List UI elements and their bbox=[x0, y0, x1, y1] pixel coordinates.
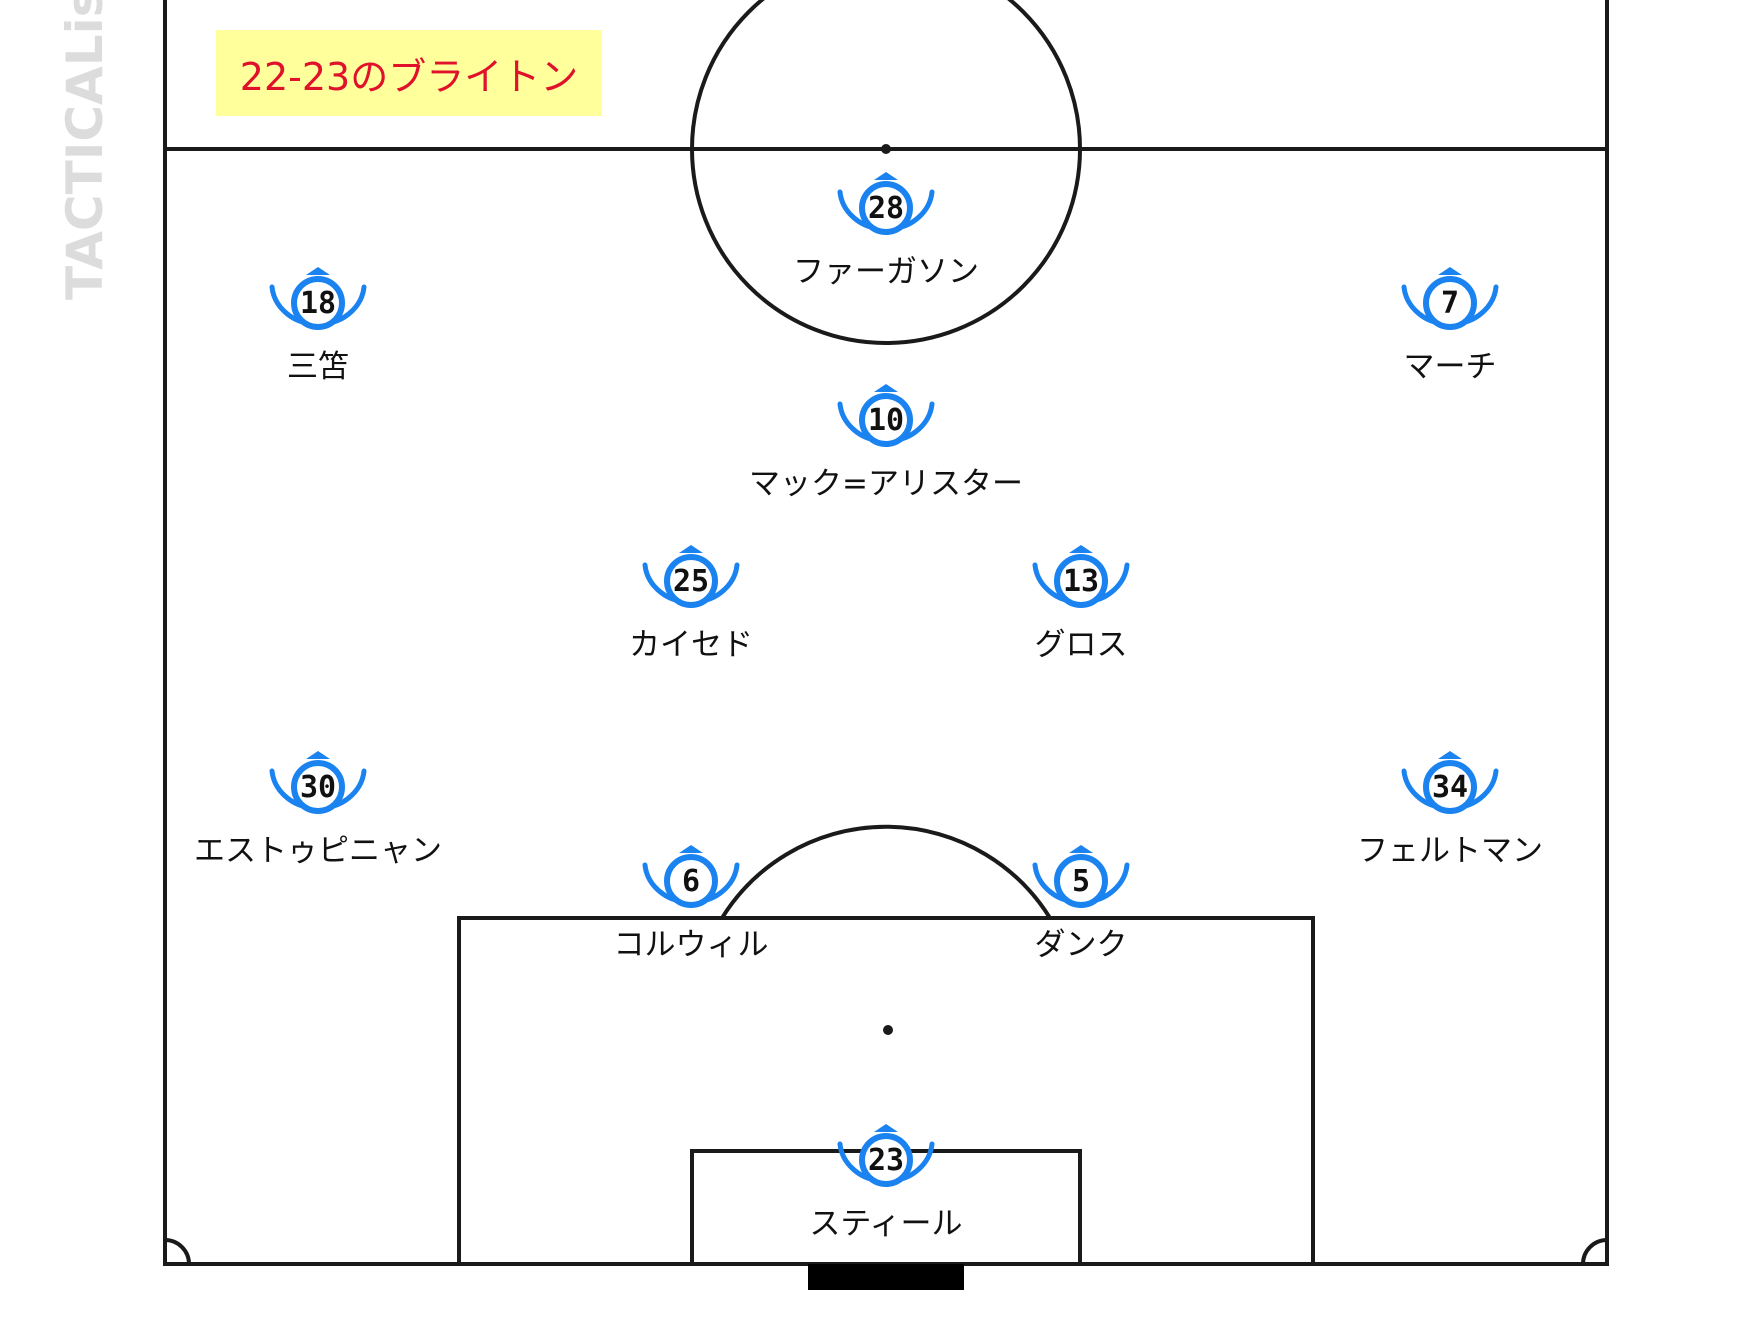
player-marker[interactable]: 6 コルウィル bbox=[614, 841, 769, 963]
player-badge-icon: 30 bbox=[268, 747, 368, 827]
player-marker[interactable]: 13 グロス bbox=[1031, 541, 1131, 663]
penalty-arc bbox=[720, 824, 1052, 920]
player-number: 13 bbox=[1063, 564, 1099, 599]
player-name: ダンク bbox=[1034, 927, 1128, 963]
player-number: 6 bbox=[682, 864, 700, 899]
player-name: グロス bbox=[1034, 627, 1128, 663]
player-name: エストゥピニャン bbox=[194, 833, 442, 869]
corner-arc-right bbox=[1581, 1238, 1608, 1265]
player-name: コルウィル bbox=[613, 927, 769, 963]
corner-arc-left bbox=[164, 1238, 191, 1265]
player-marker[interactable]: 5 ダンク bbox=[1031, 841, 1131, 963]
player-name: マック=アリスター bbox=[749, 466, 1023, 502]
player-number: 10 bbox=[868, 403, 904, 438]
player-number: 25 bbox=[673, 564, 709, 599]
title-text: 22-23のブライトン bbox=[239, 54, 579, 99]
player-name: カイセド bbox=[629, 627, 753, 663]
player-badge-icon: 25 bbox=[641, 541, 741, 621]
player-number: 34 bbox=[1432, 770, 1468, 805]
player-marker[interactable]: 25 カイセド bbox=[629, 541, 753, 663]
player-badge-icon: 13 bbox=[1031, 541, 1131, 621]
player-name: マーチ bbox=[1403, 349, 1497, 385]
center-spot bbox=[881, 144, 891, 154]
player-marker[interactable]: 23 スティール bbox=[809, 1120, 963, 1242]
player-badge-icon: 6 bbox=[641, 841, 741, 921]
player-badge-icon: 18 bbox=[268, 263, 368, 343]
player-badge-icon: 7 bbox=[1400, 263, 1500, 343]
player-badge-icon: 23 bbox=[836, 1120, 936, 1200]
player-name: フェルトマン bbox=[1357, 833, 1543, 869]
player-badge-icon: 10 bbox=[836, 380, 936, 460]
player-marker[interactable]: 7 マーチ bbox=[1400, 263, 1500, 385]
player-badge-icon: 34 bbox=[1400, 747, 1500, 827]
player-marker[interactable]: 10 マック=アリスター bbox=[749, 380, 1023, 502]
player-number: 5 bbox=[1072, 864, 1090, 899]
player-badge-icon: 5 bbox=[1031, 841, 1131, 921]
player-marker[interactable]: 28 ファーガソン bbox=[793, 168, 979, 290]
player-number: 28 bbox=[868, 191, 904, 226]
penalty-area bbox=[457, 916, 1315, 1264]
player-number: 18 bbox=[300, 286, 336, 321]
title-box: 22-23のブライトン bbox=[216, 30, 602, 116]
player-name: ファーガソン bbox=[793, 254, 979, 290]
player-marker[interactable]: 34 フェルトマン bbox=[1357, 747, 1543, 869]
player-badge-icon: 28 bbox=[836, 168, 936, 248]
player-marker[interactable]: 30 エストゥピニャン bbox=[194, 747, 442, 869]
player-number: 23 bbox=[868, 1143, 904, 1178]
player-number: 7 bbox=[1441, 286, 1459, 321]
player-number: 30 bbox=[300, 770, 336, 805]
player-name: 三笘 bbox=[287, 349, 349, 385]
penalty-spot bbox=[883, 1025, 893, 1035]
center-circle bbox=[690, 0, 1082, 345]
player-marker[interactable]: 18 三笘 bbox=[268, 263, 368, 385]
player-name: スティール bbox=[809, 1206, 963, 1242]
goal bbox=[808, 1264, 964, 1290]
